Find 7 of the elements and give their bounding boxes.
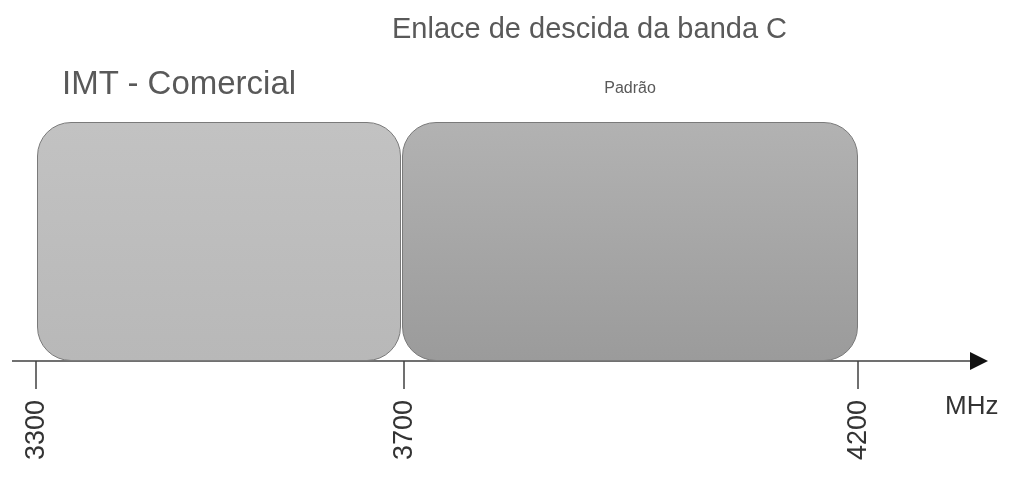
band-title: IMT - Comercial	[62, 63, 298, 103]
axis-unit: MHz	[945, 392, 999, 418]
band-title: Enlace de descida da banda C	[392, 11, 788, 46]
tick-label: 3300	[22, 400, 49, 461]
tick-label: 4200	[844, 400, 871, 461]
band-subtitle: Padrão	[603, 78, 657, 98]
tick-label: 3700	[390, 400, 417, 461]
